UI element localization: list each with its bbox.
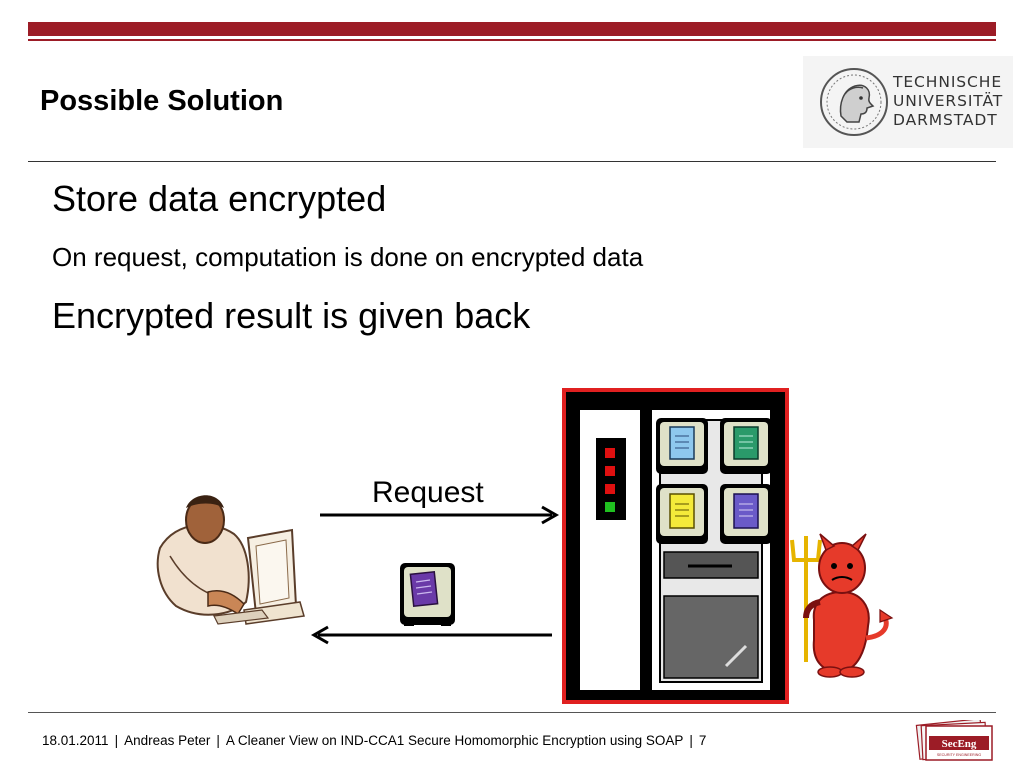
slide-title: Possible Solution xyxy=(40,85,284,117)
footer-separator: | xyxy=(216,733,220,748)
footer-info: 18.01.2011 | Andreas Peter | A Cleaner View … xyxy=(42,733,706,748)
status-led-red xyxy=(605,466,615,476)
status-led-red xyxy=(605,448,615,458)
devil-icon xyxy=(790,533,894,678)
header-rule xyxy=(28,161,996,162)
athena-seal-icon xyxy=(820,68,888,136)
arrow-right-icon xyxy=(320,505,560,525)
person-at-computer-icon xyxy=(156,495,305,625)
footer-rule xyxy=(28,712,996,713)
footer-date: 18.01.2011 xyxy=(42,733,109,748)
footer-page-number: 7 xyxy=(698,733,707,748)
status-led-red xyxy=(605,484,615,494)
arrow-left-icon xyxy=(310,625,552,645)
university-logo: TECHNISCHE UNIVERSITÄT DARMSTADT xyxy=(803,56,1013,148)
bullet-computation: On request, computation is done on encry… xyxy=(52,242,644,272)
footer-author: Andreas Peter xyxy=(124,733,211,748)
university-name: TECHNISCHE UNIVERSITÄT DARMSTADT xyxy=(893,73,1004,129)
encrypted-document-icon xyxy=(400,563,455,626)
server-rack-icon xyxy=(562,388,789,704)
request-label: Request xyxy=(372,476,484,509)
bullet-store-data: Store data encrypted xyxy=(52,178,387,219)
footer-separator: | xyxy=(689,733,693,748)
footer-talk-title: A Cleaner View on IND-CCA1 Secure Homomo… xyxy=(225,733,684,748)
bullet-result: Encrypted result is given back xyxy=(52,295,531,336)
status-led-green xyxy=(605,502,615,512)
header-band xyxy=(28,22,996,36)
scenario-illustration xyxy=(156,388,894,704)
seceng-logo: SecEng SECURITY ENGINEERING xyxy=(915,720,993,761)
seceng-logo-subtext: SECURITY ENGINEERING xyxy=(937,753,981,757)
footer-separator: | xyxy=(114,733,119,748)
seceng-logo-text: SecEng xyxy=(942,738,977,750)
header-line xyxy=(28,39,996,41)
